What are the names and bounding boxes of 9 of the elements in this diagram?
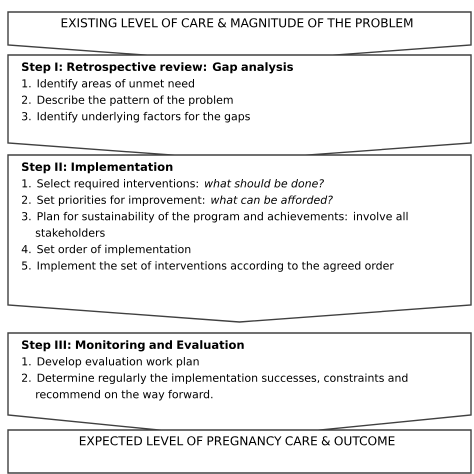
step-box: Step I: Retrospective review: Gap analysis 1. Identify areas of unmet need 2. Describe the pattern of the problem 3. Identify underlying factors for the gaps (7, 54, 472, 161)
step-box: Step II: Implementation 1. Select required interventions: what should be done? 2. Set priorities for improvement: what can be afforded? 3. Plan for sustainability of the program and achievements: involve all stakeholders 4. Set order of implementation 5. Implement the set of interventions according to the agreed order (7, 154, 472, 323)
node-label: 5. Implement the set of interventions according to the agreed order (22, 261, 394, 272)
node-label: 4. Set order of implementation (22, 244, 190, 256)
node-label: 1. Select required interventions: what should be done? (22, 179, 324, 190)
node-label: 2. Set priorities for improvement: what can be afforded? (22, 195, 333, 206)
node-label: 3. Plan for sustainability of the program and achievements: involve all stakeholders (22, 212, 408, 237)
step-box: EXPECTED LEVEL OF PREGNANCY CARE & OUTCOME (7, 429, 472, 474)
node-label: Step II: Implementation (22, 162, 172, 174)
